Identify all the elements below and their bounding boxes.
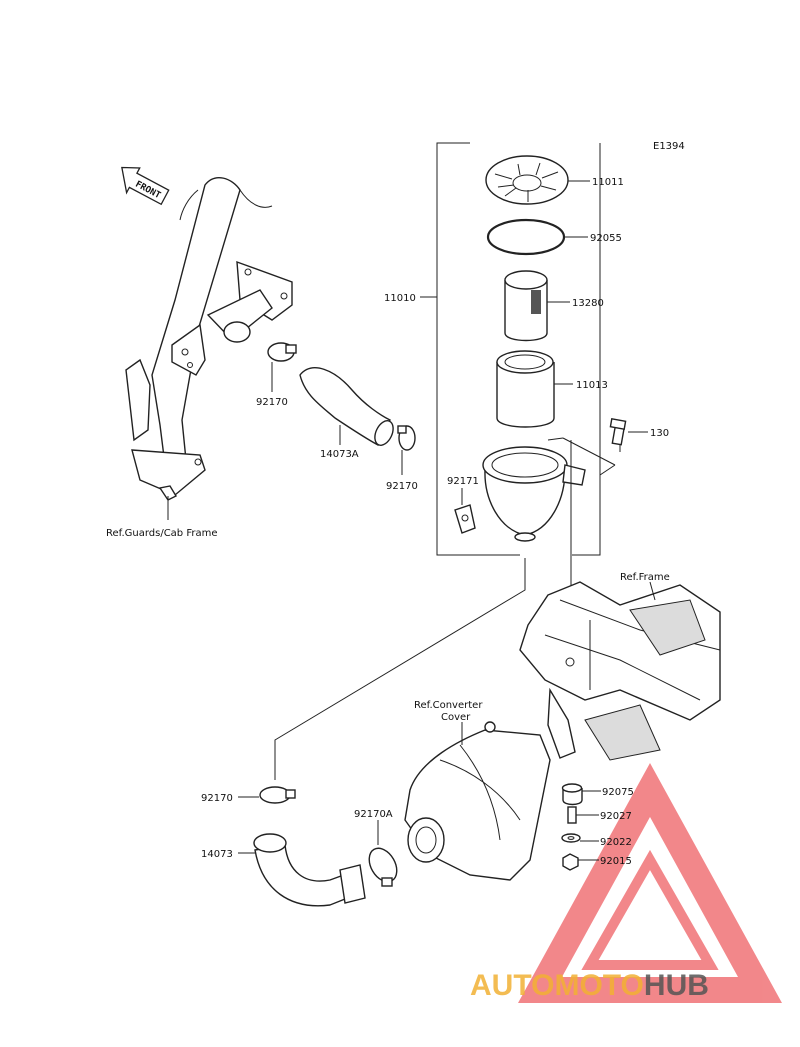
- label-14073: 14073: [201, 849, 233, 860]
- o-ring-92055: [486, 218, 588, 256]
- watermark-text-part1: AUTOMOTO: [470, 969, 644, 1002]
- nut-92015: [562, 853, 599, 871]
- air-cleaner-cap-11011: [485, 155, 590, 205]
- filter-element-13280: [504, 270, 570, 342]
- watermark-text: AUTOMOTOHUB: [470, 969, 709, 1002]
- label-130: 130: [650, 428, 669, 439]
- converter-cover: [404, 721, 551, 881]
- label-92015: 92015: [600, 856, 632, 867]
- label-92170-lower: 92170: [201, 793, 233, 804]
- diagram-code: E1394: [653, 141, 685, 152]
- vehicle-frame: [519, 581, 721, 761]
- label-11010: 11010: [384, 293, 416, 304]
- watermark-text-part2: HUB: [644, 969, 709, 1002]
- washer-92022: [561, 833, 599, 843]
- leader-assembly: [274, 558, 526, 780]
- damper-92075: [561, 783, 601, 806]
- clip-92171: [454, 488, 476, 534]
- label-14073A: 14073A: [320, 449, 359, 460]
- filter-11013: [496, 350, 573, 428]
- label-13280: 13280: [572, 298, 604, 309]
- label-92027: 92027: [600, 811, 632, 822]
- duct-14073: [238, 833, 366, 907]
- label-92055: 92055: [590, 233, 622, 244]
- label-92170-upper: 92170: [256, 397, 288, 408]
- label-11013: 11013: [576, 380, 608, 391]
- ref-guards-label: Ref.Guards/Cab Frame: [106, 528, 218, 539]
- label-92170-middle: 92170: [386, 481, 418, 492]
- label-11011: 11011: [592, 177, 624, 188]
- clamp-92170-middle: [397, 425, 416, 475]
- ref-converter-label-2: Cover: [441, 712, 471, 723]
- label-92022: 92022: [600, 837, 632, 848]
- assembly-bracket: [420, 142, 601, 556]
- ref-converter-label: Ref.Converter: [414, 700, 483, 711]
- air-cleaner-housing: [482, 437, 616, 542]
- bolt-130: [609, 418, 648, 452]
- duct-14073A: [299, 367, 394, 446]
- ref-frame-label: Ref.Frame: [620, 572, 670, 583]
- watermark-logo: [518, 763, 782, 1003]
- label-92170A: 92170A: [354, 809, 393, 820]
- clamp-92170-upper: [267, 342, 297, 392]
- label-92171: 92171: [447, 476, 479, 487]
- clamp-92170-lower: [238, 786, 296, 804]
- front-arrow-icon: FRONT: [121, 166, 170, 206]
- collar-92027: [567, 806, 599, 824]
- clamp-92170A: [368, 820, 398, 887]
- cab-frame-guard: [125, 177, 293, 520]
- label-92075: 92075: [602, 787, 634, 798]
